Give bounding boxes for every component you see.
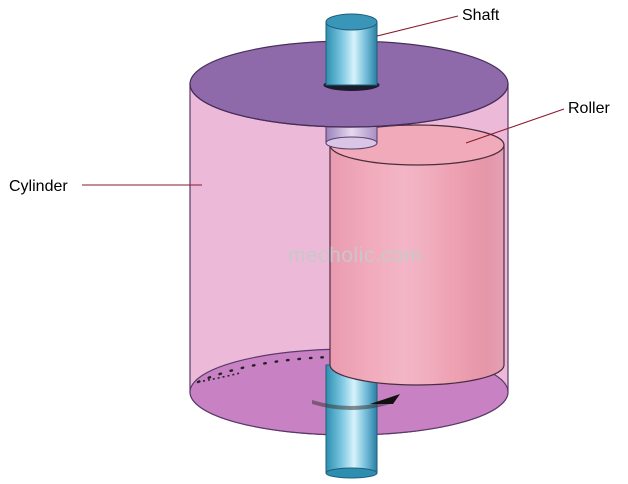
inner-shaft-cap xyxy=(325,136,378,150)
cylinder-label: Cylinder xyxy=(9,178,68,195)
upper-shaft xyxy=(325,13,378,86)
shaft-leader-line xyxy=(376,15,459,37)
upper-shaft-end xyxy=(325,13,378,31)
cylinder-top-front-edge xyxy=(189,83,509,128)
roller-label: Roller xyxy=(568,100,610,117)
roller-callout: Roller xyxy=(465,100,610,144)
shaft-callout: Shaft xyxy=(376,7,500,37)
rotation-dotted-arc xyxy=(196,355,332,384)
upper-shaft-body xyxy=(325,21,378,86)
shaft-label: Shaft xyxy=(462,7,500,24)
shaft-base-band xyxy=(312,400,390,410)
watermark: mecholic.com xyxy=(288,244,422,267)
rotation-arrow xyxy=(370,394,400,404)
lower-shaft-end xyxy=(325,467,378,479)
roller-body xyxy=(329,144,505,386)
cylinder-callout: Cylinder xyxy=(9,178,202,195)
roller-leader-line xyxy=(465,108,565,144)
base-front-dotted-edge xyxy=(197,372,241,383)
